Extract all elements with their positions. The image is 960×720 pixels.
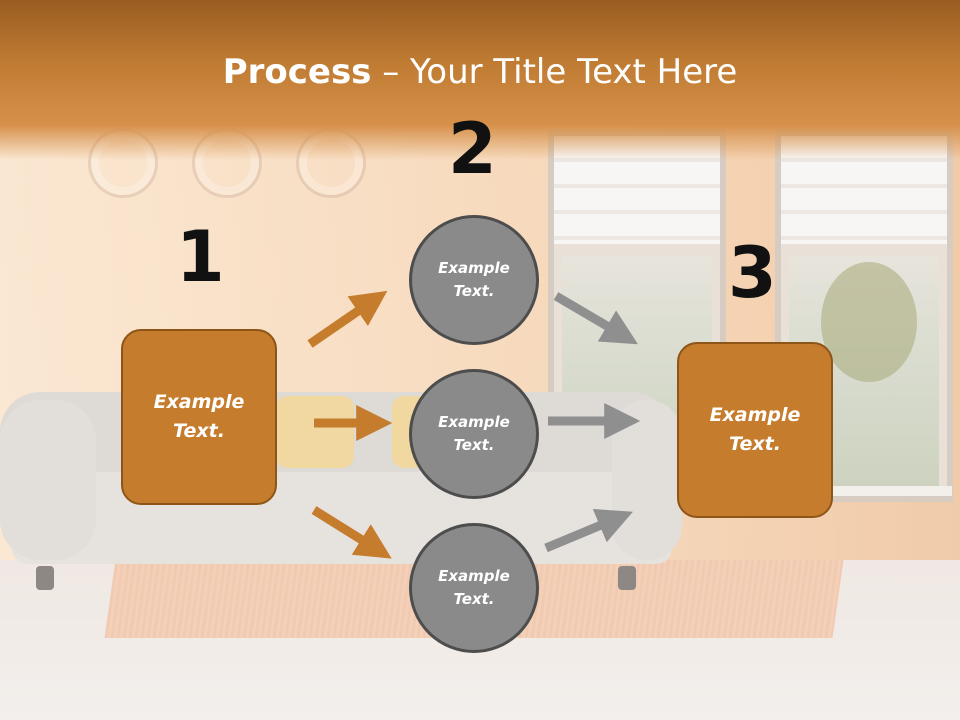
- sofa-leg: [618, 566, 636, 590]
- step-2-circle-top[interactable]: Example Text.: [409, 215, 539, 345]
- circle-top-text-line2: Text.: [453, 282, 495, 300]
- sofa-pillow: [276, 396, 354, 468]
- step-number-3: 3: [728, 232, 777, 314]
- title-band: [0, 0, 960, 160]
- step-1-box-text-line2: Text.: [173, 420, 225, 442]
- step-1-box[interactable]: Example Text.: [121, 329, 277, 505]
- step-number-1: 1: [176, 216, 225, 298]
- arrow-circle-top-to-box3: [553, 292, 638, 345]
- circle-middle-text-line2: Text.: [453, 436, 495, 454]
- sofa-arm: [0, 400, 96, 560]
- arrow-box1-to-circle-bot: [311, 506, 392, 559]
- step-2-circle-bottom[interactable]: Example Text.: [409, 523, 539, 653]
- step-3-box[interactable]: Example Text.: [677, 342, 833, 518]
- circle-top-text-line1: Example: [438, 259, 510, 277]
- background-window: [775, 130, 953, 502]
- title-bold-part: Process: [222, 52, 372, 92]
- arrow-circle-bot-to-box3: [544, 509, 633, 553]
- circle-bottom-text-line2: Text.: [453, 590, 495, 608]
- step-3-box-text-line2: Text.: [729, 433, 781, 455]
- circle-middle-text-line1: Example: [438, 413, 510, 431]
- step-2-circle-middle[interactable]: Example Text.: [409, 369, 539, 499]
- title-rest-part: – Your Title Text Here: [371, 52, 738, 92]
- sofa-leg: [36, 566, 54, 590]
- step-3-box-text-line1: Example: [709, 404, 801, 426]
- circle-bottom-text-line1: Example: [438, 567, 510, 585]
- step-number-2: 2: [448, 108, 497, 190]
- step-1-box-text-line1: Example: [153, 391, 245, 413]
- arrow-box1-to-circle-top: [307, 290, 388, 348]
- slide-title: Process – Your Title Text Here: [0, 52, 960, 92]
